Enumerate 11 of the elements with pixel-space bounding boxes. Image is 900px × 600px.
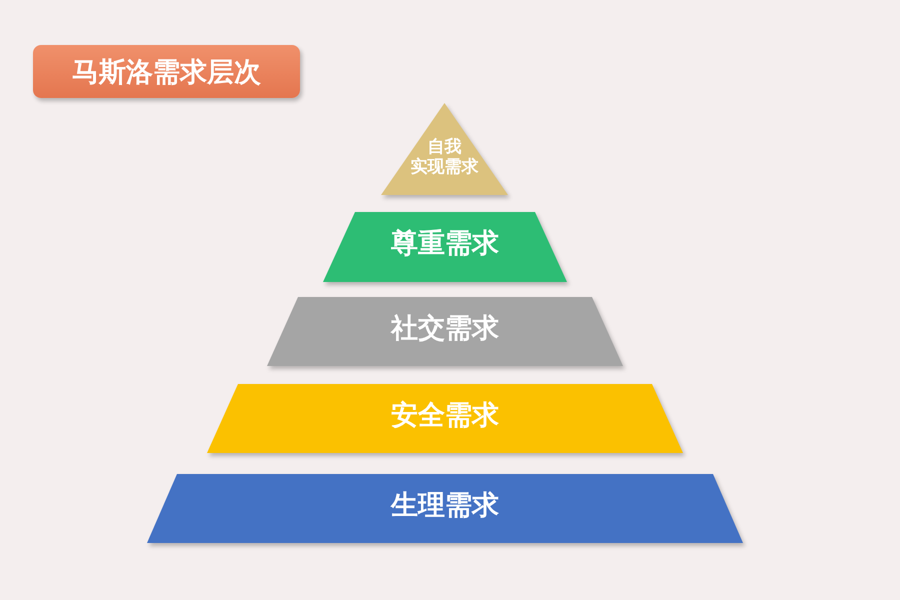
level-label: 自我实现需求 (410, 137, 480, 178)
pyramid-tier (323, 212, 567, 282)
pyramid-tier (147, 474, 743, 543)
level-label: 生理需求 (390, 490, 500, 522)
pyramid-tier (267, 297, 623, 366)
pyramid-tier (207, 384, 683, 453)
level-label: 社交需求 (390, 313, 500, 346)
title-banner: 马斯洛需求层次 (33, 45, 300, 98)
level-label: 尊重需求 (390, 228, 500, 260)
pyramid-apex (381, 103, 508, 195)
level-label: 安全需求 (390, 400, 500, 432)
